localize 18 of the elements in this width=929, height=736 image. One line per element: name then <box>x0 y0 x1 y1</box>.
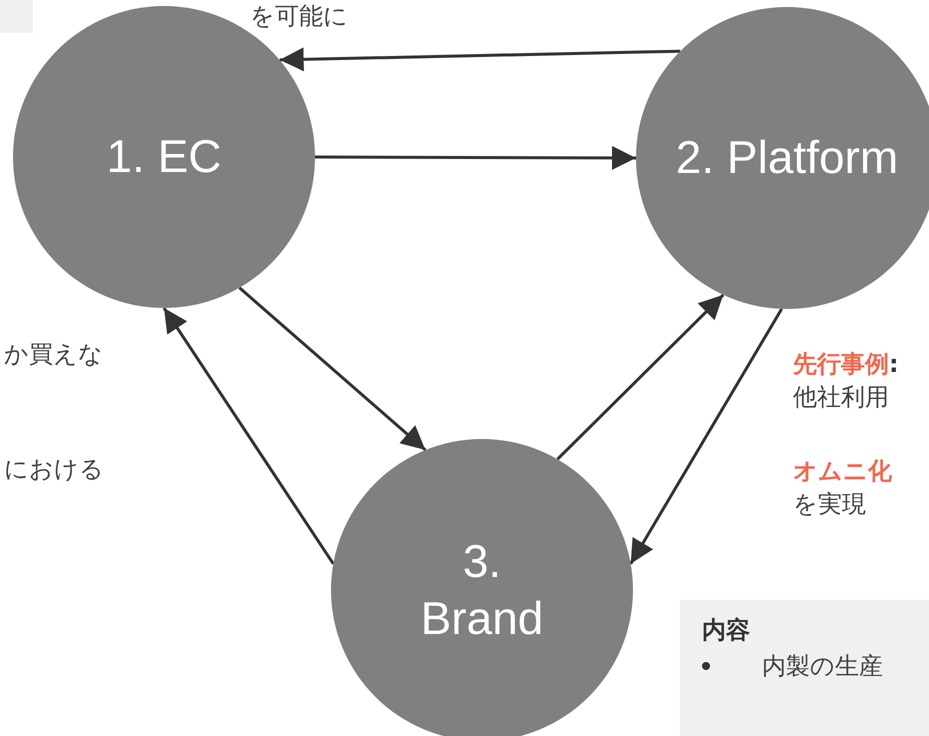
note-text: における <box>4 455 104 484</box>
content-panel <box>680 600 929 736</box>
node-label: 2. Platform <box>676 130 898 186</box>
panel-heading: 内容 <box>702 615 750 646</box>
node-label: 1. EC <box>106 129 222 184</box>
note-text: 他社利用 <box>793 383 889 412</box>
arrow <box>556 294 724 460</box>
note-text: 先行事例: <box>793 350 899 379</box>
note-text: か買えな <box>4 340 103 369</box>
arrow <box>629 308 783 565</box>
bullet-text: 内製の生産 <box>762 651 883 682</box>
note-text: オムニ化 <box>793 457 892 486</box>
node-label: 3. Brand <box>420 534 544 646</box>
arrow <box>315 146 636 170</box>
note-text: を可能に <box>250 2 348 31</box>
arrow <box>238 286 426 452</box>
note-text: を実現 <box>793 490 866 519</box>
arrow <box>280 47 680 72</box>
